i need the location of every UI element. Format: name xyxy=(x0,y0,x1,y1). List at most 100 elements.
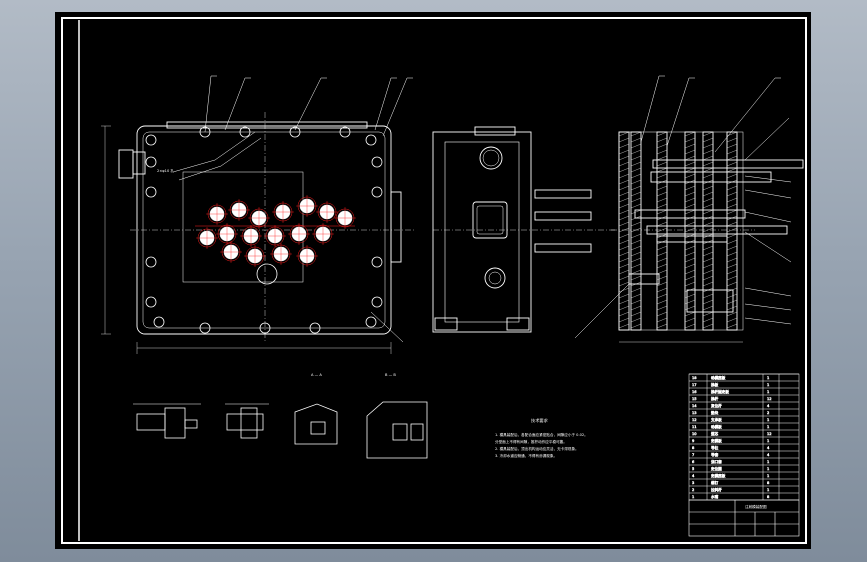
plan-leader-lines xyxy=(204,75,413,343)
bolt-hole xyxy=(145,134,157,146)
bom-row-qty: 1 xyxy=(767,383,769,387)
bom-row-name: 型芯 xyxy=(711,431,719,436)
bom-row-qty: 1 xyxy=(767,474,769,478)
bom-row-name: 定位圈 xyxy=(711,466,722,471)
bom-row-qty: 4 xyxy=(767,446,770,450)
bolt-hole xyxy=(199,322,211,334)
bolt-hole xyxy=(239,126,251,138)
bom-row-name: 定模板 xyxy=(711,438,722,443)
bom-row-name: 推杆 xyxy=(711,396,719,401)
bom-row-no: 15 xyxy=(692,397,697,401)
cavity xyxy=(270,243,292,265)
side-view xyxy=(432,126,615,333)
bom-row-name: 复位杆 xyxy=(711,403,722,408)
bom-row-qty: 12 xyxy=(767,432,772,436)
bolt-hole xyxy=(145,296,157,308)
title-block xyxy=(688,499,800,537)
bom-row-qty: 12 xyxy=(767,397,772,401)
bom-row-name: 推板 xyxy=(711,382,719,387)
cavity xyxy=(264,225,286,247)
plan-view xyxy=(118,112,415,342)
cavity xyxy=(288,223,310,245)
tech-req-title: 技术要求 xyxy=(531,417,549,424)
side-outer xyxy=(432,131,532,333)
cavity xyxy=(248,207,270,229)
sprue xyxy=(195,225,355,285)
bom-row-no: 11 xyxy=(692,425,697,429)
bolt-hole xyxy=(153,316,165,328)
plan-cavities xyxy=(195,195,356,285)
bom-row-no: 8 xyxy=(692,446,695,450)
bom-row-no: 7 xyxy=(692,453,694,457)
bom-row-qty: 1 xyxy=(767,425,769,429)
bom-row-name: 动模板 xyxy=(711,424,722,429)
bom-row-no: 4 xyxy=(692,474,695,478)
section-view xyxy=(611,131,804,343)
cavity xyxy=(228,199,250,221)
bom-row-no: 3 xyxy=(692,481,694,485)
bolt-hole xyxy=(259,322,271,334)
bom-row-no: 18 xyxy=(692,376,697,380)
cavity xyxy=(312,223,334,245)
cavity xyxy=(296,245,318,267)
bom-row-no: 12 xyxy=(692,418,697,422)
detail-views xyxy=(133,401,428,459)
section-hatching xyxy=(618,131,738,329)
cavity xyxy=(206,203,228,225)
bom-row-no: 2 xyxy=(692,488,694,492)
bom-row-no: 10 xyxy=(692,432,697,436)
bom-row-qty: 1 xyxy=(767,376,769,380)
bolt-hole xyxy=(309,322,321,334)
tech-req-line-4: 3. 冷却水道应畅通，不得有渗漏现象。 xyxy=(495,453,557,458)
bom-row-no: 17 xyxy=(692,383,697,387)
bom-row-no: 5 xyxy=(692,467,694,471)
cavity xyxy=(240,225,262,247)
cavity xyxy=(216,223,238,245)
bom-row-name: 垫块 xyxy=(711,410,719,415)
plan-dimensions xyxy=(101,125,392,354)
bolt-hole xyxy=(371,296,383,308)
bom-row-qty: 8 xyxy=(767,495,770,499)
bom-row-no: 6 xyxy=(692,460,695,464)
bolt-hole xyxy=(145,256,157,268)
bolt-hole xyxy=(365,134,377,146)
section-label-b: B — B xyxy=(385,373,396,377)
bom-row-name: 动模座板 xyxy=(711,375,726,380)
bom-row-name: 螺钉 xyxy=(711,480,719,485)
bom-row-qty: 4 xyxy=(767,404,770,408)
bolt-hole xyxy=(371,156,383,168)
bom-row-no: 16 xyxy=(692,390,697,394)
cavity xyxy=(272,201,294,223)
bom-row-name: 浇口套 xyxy=(711,459,722,464)
bom-row-no: 14 xyxy=(692,404,697,408)
bom-row-name: 推杆固定板 xyxy=(711,389,729,394)
bom-row-qty: 1 xyxy=(767,439,769,443)
bom-row-qty: 1 xyxy=(767,418,769,422)
bom-row-name: 拉料杆 xyxy=(711,487,722,492)
cavity xyxy=(244,245,266,267)
bolt-hole xyxy=(145,156,157,168)
tech-req-line-3: 2. 模具装配后，顶出机构运动应灵活，无卡滞现象。 xyxy=(495,446,579,451)
cad-viewport[interactable]: 2×φ10 孔 xyxy=(55,12,811,549)
cavity xyxy=(220,241,242,263)
bom-row-name: 导柱 xyxy=(711,445,719,450)
bom-row-no: 13 xyxy=(692,411,697,415)
tech-req-line-2: 分型面上不得有间隙，推杆动作应平稳可靠。 xyxy=(495,439,567,444)
bolt-hole xyxy=(365,316,377,328)
bolt-hole xyxy=(371,256,383,268)
plan-view-label: 2×φ10 孔 xyxy=(157,168,174,173)
bolt-hole xyxy=(371,186,383,198)
cavity xyxy=(316,201,338,223)
bom-row-qty: 4 xyxy=(767,453,770,457)
cavity xyxy=(296,195,318,217)
cavity xyxy=(334,207,356,229)
bom-row-qty: 1 xyxy=(767,460,769,464)
sheet-outer-border xyxy=(61,17,807,544)
bolt-hole xyxy=(145,186,157,198)
bom-row-name: 定模座板 xyxy=(711,473,726,478)
tech-req-line-1: 1. 模具装配后，各配合面应紧密贴合，间隙应小于 0.02。 xyxy=(495,432,588,437)
title-block-name: 注射模装配图 xyxy=(745,504,767,509)
bom-row-name: 水嘴 xyxy=(711,494,719,499)
bom-row-no: 9 xyxy=(692,439,695,443)
